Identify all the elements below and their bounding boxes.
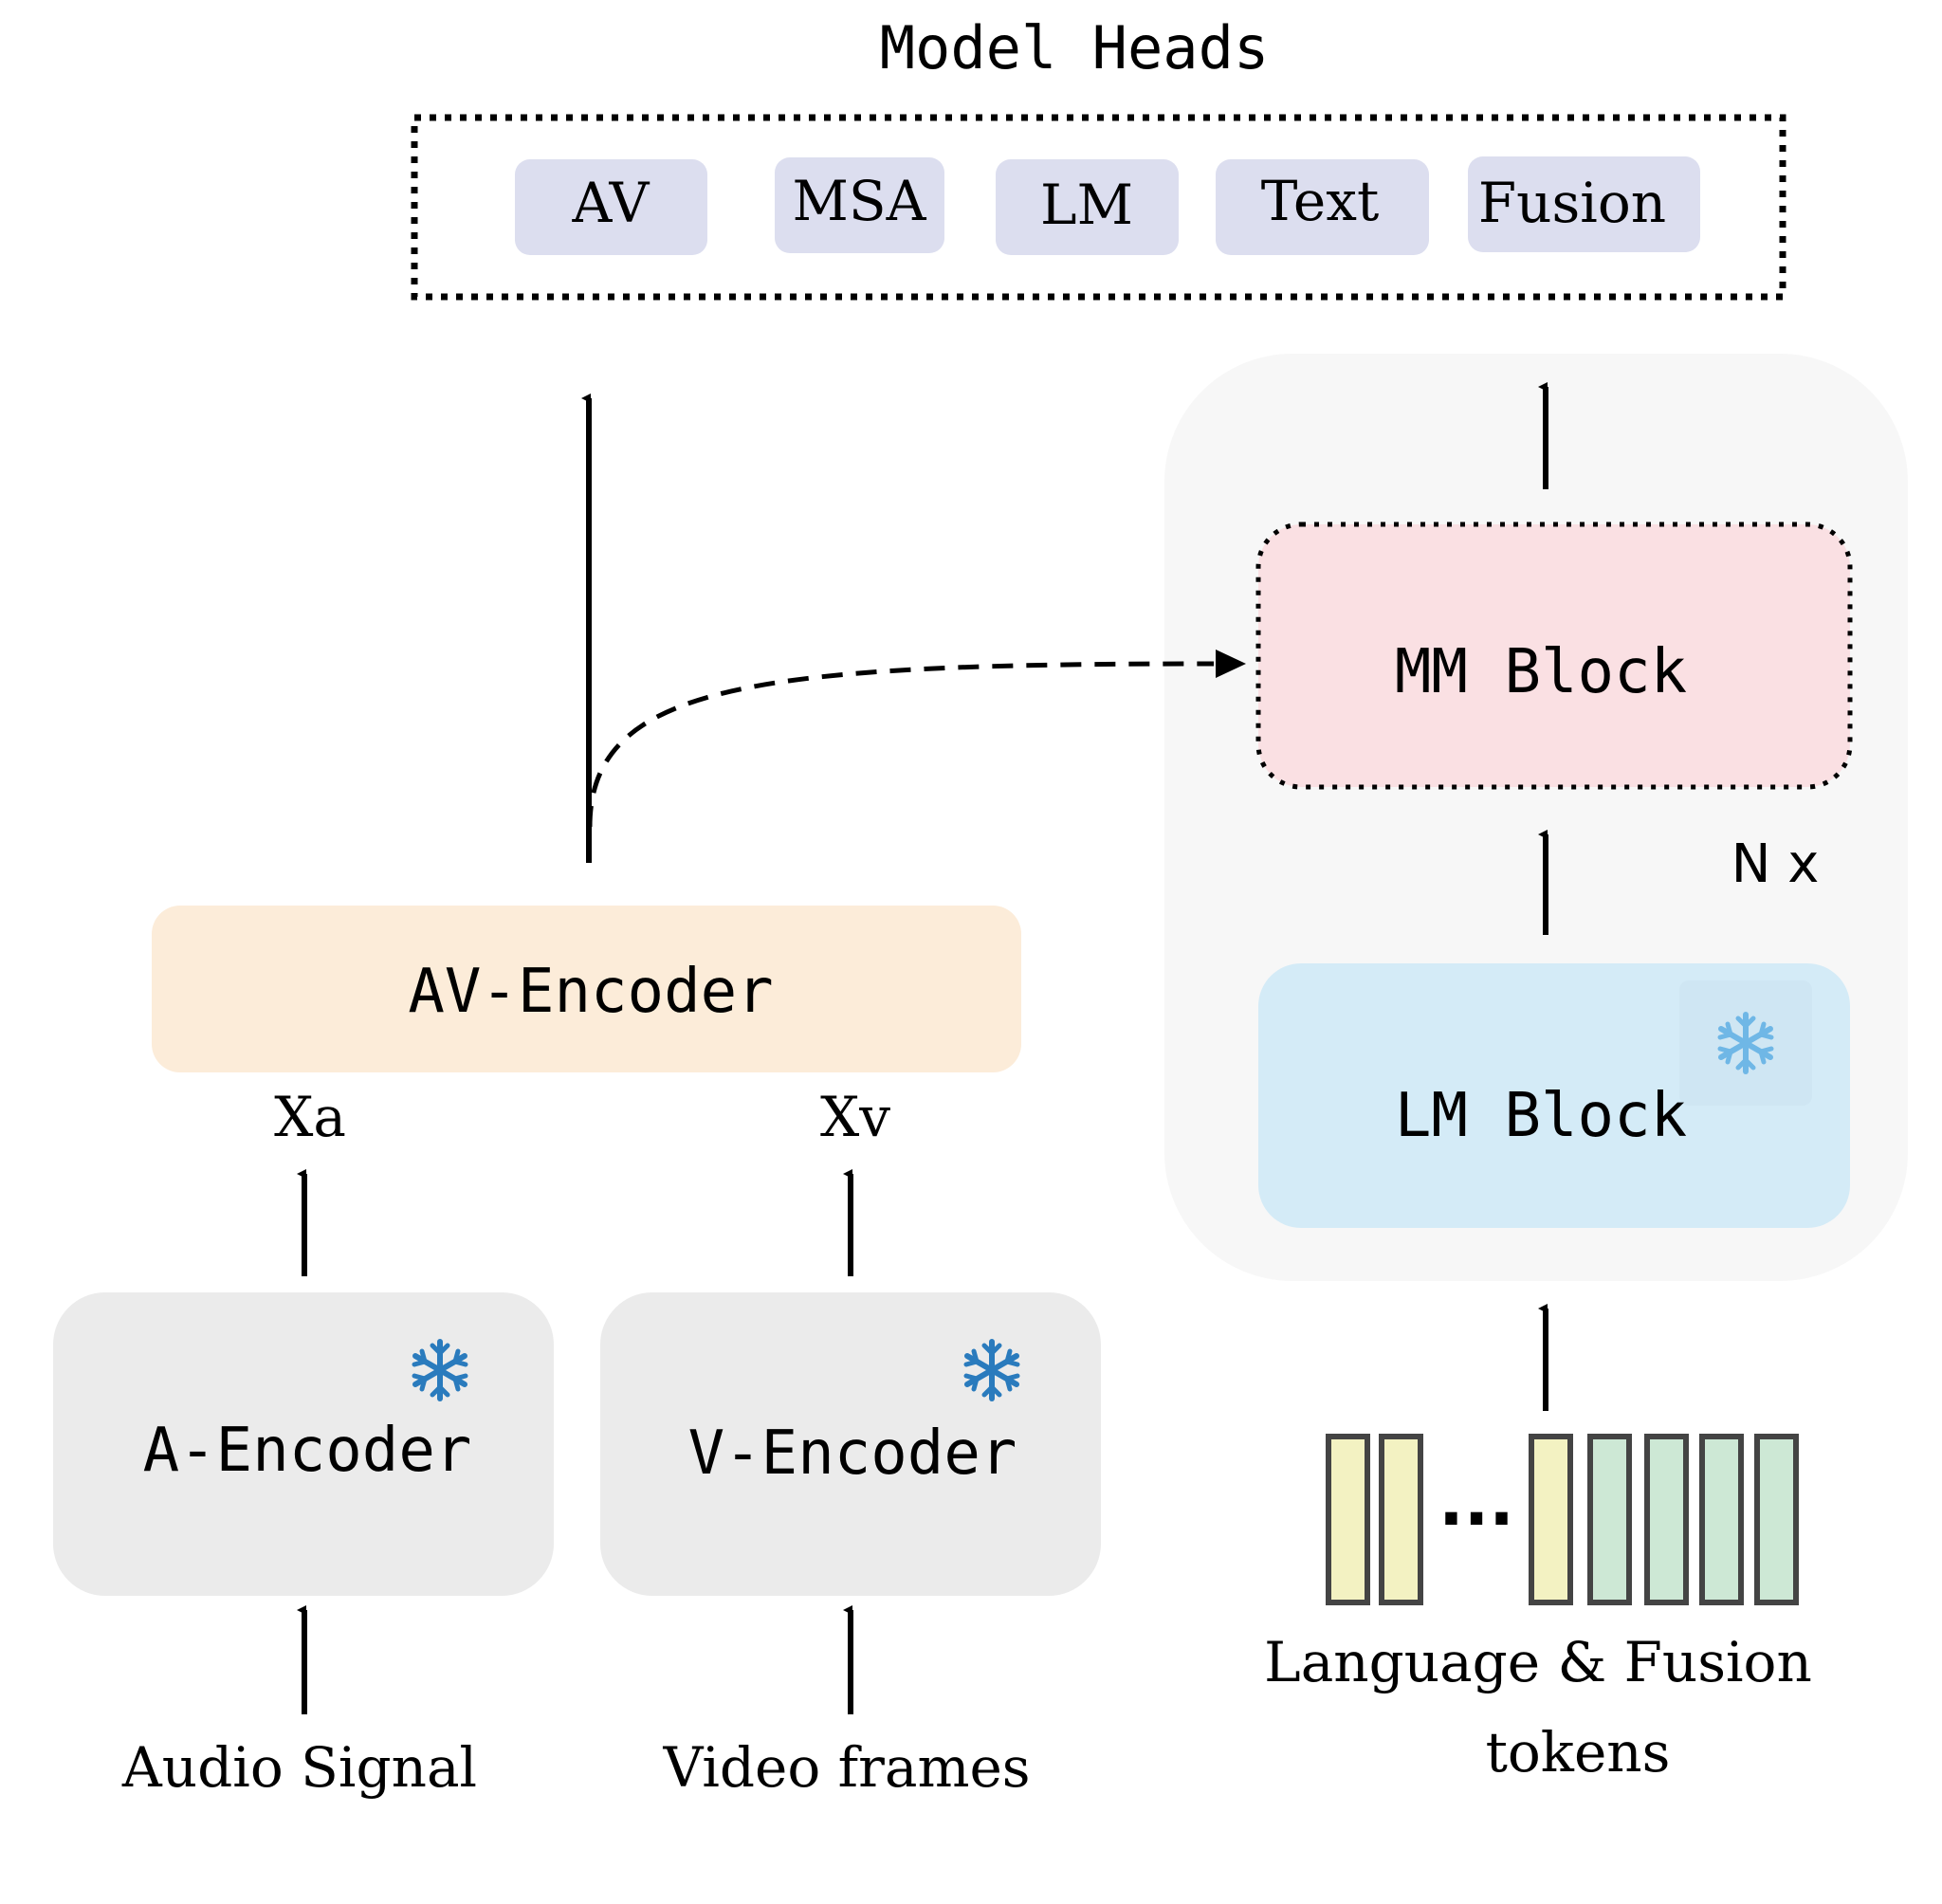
fusion-token	[1699, 1434, 1744, 1605]
repeat-label: N x	[1731, 833, 1820, 895]
head-lm: LM	[996, 159, 1179, 255]
head-label: LM	[1040, 173, 1133, 237]
lm-block: LM Block	[1258, 963, 1850, 1228]
video-features-label: Xv	[820, 1085, 890, 1149]
model-heads-title: Model Heads	[880, 13, 1270, 82]
language-token	[1529, 1434, 1573, 1605]
head-av: AV	[515, 159, 707, 255]
tokens-label-line1: Language & Fusion	[1264, 1630, 1812, 1694]
a-encoder-label: A-Encoder	[143, 1416, 472, 1486]
av-encoder: AV-Encoder	[152, 906, 1021, 1072]
language-token	[1326, 1434, 1370, 1605]
head-text: Text	[1216, 159, 1429, 255]
audio-input-label: Audio Signal	[121, 1735, 477, 1800]
head-fusion: Fusion	[1468, 156, 1700, 252]
lm-block-label: LM Block	[1395, 1081, 1687, 1151]
head-label: MSA	[792, 169, 926, 233]
fusion-token	[1754, 1434, 1799, 1605]
head-label: AV	[572, 171, 650, 235]
a-encoder: A-Encoder	[53, 1292, 554, 1596]
head-label: Text	[1261, 169, 1380, 233]
v-encoder: V-Encoder	[600, 1292, 1101, 1596]
dashed-arrow-head	[1216, 650, 1246, 678]
av-encoder-label: AV-Encoder	[408, 957, 773, 1027]
head-msa: MSA	[775, 157, 944, 253]
language-token	[1379, 1434, 1423, 1605]
mm-block-label: MM Block	[1395, 637, 1687, 707]
audio-features-label: Xa	[274, 1085, 346, 1149]
fusion-token	[1644, 1434, 1689, 1605]
video-input-label: Video frames	[662, 1735, 1030, 1800]
token-sequence: ...	[1326, 1434, 1799, 1605]
mm-block: MM Block	[1255, 522, 1853, 790]
model-heads-container	[411, 114, 1786, 301]
tokens-label-line2: tokens	[1486, 1720, 1671, 1785]
fusion-token	[1587, 1434, 1632, 1605]
head-label: Fusion	[1478, 171, 1666, 235]
dashed-arrow-av-to-mm	[587, 661, 1215, 828]
token-ellipsis: ...	[1438, 1463, 1514, 1541]
v-encoder-label: V-Encoder	[688, 1419, 1017, 1489]
